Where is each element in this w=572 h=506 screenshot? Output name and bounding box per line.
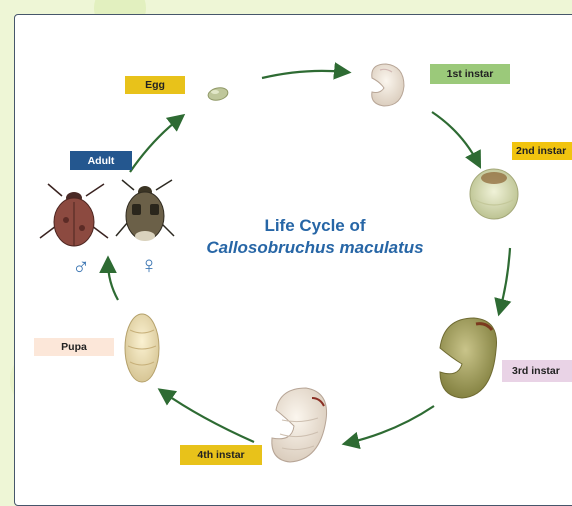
title-species: Callosobruchus maculatus [190, 237, 440, 259]
title-line1: Life Cycle of [264, 216, 365, 235]
stage-label-egg: Egg [125, 76, 185, 94]
pupa-image [125, 314, 159, 382]
instar2-larva-image [470, 169, 518, 219]
stage-label-instar1: 1st instar [430, 64, 510, 84]
stage-label-pupa: Pupa [34, 338, 114, 356]
stage-label-adult: Adult [70, 151, 132, 170]
adult-female-beetle-image [116, 180, 174, 241]
adult-male-beetle-image [40, 184, 108, 246]
arrow-instar3-to-instar4 [348, 406, 434, 443]
stage-label-instar2: 2nd instar [512, 142, 572, 160]
female-symbol: ♀ [140, 254, 158, 278]
arrow-instar1-to-instar2 [432, 112, 478, 163]
instar1-larva-image [372, 64, 404, 106]
arrow-egg-to-instar1 [262, 71, 345, 78]
diagram-title: Life Cycle of Callosobruchus maculatus [190, 215, 440, 259]
stage-label-instar4: 4th instar [180, 445, 262, 465]
arrow-adult-to-egg [130, 118, 180, 172]
instar3-larva-image [440, 318, 497, 398]
stage-label-instar3: 3rd instar [502, 360, 572, 382]
arrow-instar4-to-pupa [163, 392, 254, 442]
male-symbol: ♂ [72, 256, 90, 280]
egg-image [207, 86, 229, 102]
arrow-pupa-to-adult [108, 262, 118, 300]
arrow-instar2-to-instar3 [500, 248, 510, 310]
instar4-larva-image [272, 388, 327, 462]
